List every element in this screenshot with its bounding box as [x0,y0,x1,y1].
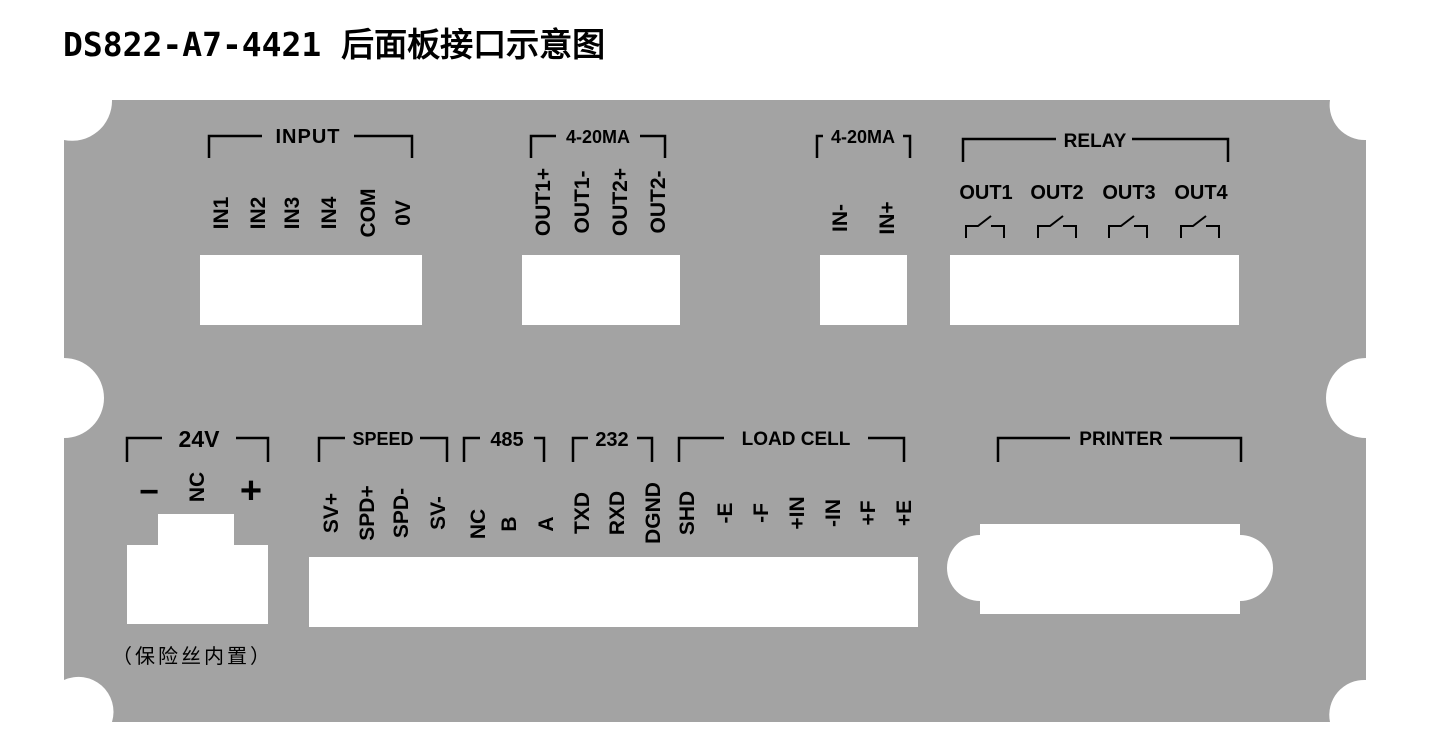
ma-in-pin-label: IN+ [876,201,899,234]
relay-pin-label: OUT1 [959,182,1012,204]
rs232-bracket [571,436,654,462]
ma-in-connector [820,255,907,325]
load-cell-pin-label: SHD [676,491,699,535]
relay-switch-icon [1180,215,1220,238]
rs232-pin-label: DGND [642,482,665,544]
ma-out-pin-label: OUT2- [647,170,670,233]
rs485-pin-label: A [535,516,558,531]
rs485-pin-label: B [498,516,521,531]
ma-in-pin-label: IN- [829,204,852,232]
power-pin-label: + [240,470,262,512]
input-bracket [207,134,414,158]
relay-group-label: RELAY [1064,131,1127,152]
ma-out-group-label: 4-20MA [566,127,630,147]
relay-pin-label: OUT4 [1174,182,1228,204]
input-pin-label: IN2 [247,197,270,230]
relay-switch-icons [965,215,1220,238]
relay-connector [950,255,1239,325]
printer-connector [947,524,1273,614]
rs232-pin-label: RXD [606,491,629,535]
rs232-group-label: 232 [595,429,628,451]
rs232-pin-label: TXD [571,492,594,534]
relay-pin-label: OUT2 [1030,182,1083,204]
speed-pin-label: SV+ [320,493,343,533]
rs485-bracket [462,436,546,462]
relay-switch-icon [965,215,1005,238]
speed-group-label: SPEED [352,429,413,449]
ma-out-connector [522,255,680,325]
input-group-label: INPUT [276,126,341,148]
printer-bracket [996,436,1243,462]
power-group-label: 24V [179,426,221,452]
ma-out-pin-label: OUT2+ [609,168,632,236]
input-pin-label: IN4 [318,196,341,229]
input-pin-label: 0V [392,200,415,226]
power-pin-label: NC [186,472,209,502]
load-cell-bracket [677,436,906,462]
ma-out-pin-label: OUT1- [571,170,594,233]
relay-bracket [961,137,1230,162]
input-connector [200,255,422,325]
rs485-pin-label: NC [467,509,490,539]
power-bracket [125,436,270,462]
rs485-group-label: 485 [490,429,523,451]
rear-panel-plate [64,100,1366,722]
speed-bracket [317,436,449,462]
relay-pin-label: OUT3 [1102,182,1155,204]
load-cell-pin-label: -IN [822,499,845,527]
diagram-title: DS822-A7-4421 后面板接口示意图 [63,25,606,64]
load-cell-pin-label: -F [750,503,773,523]
ma-out-bracket [529,134,667,158]
load-cell-pin-label: -E [714,503,737,524]
relay-switch-icon [1037,215,1077,238]
load-cell-group-label: LOAD CELL [742,429,851,450]
load-cell-pin-label: +IN [786,496,809,529]
relay-switch-icon [1108,215,1148,238]
speed-pin-label: SV- [427,496,450,530]
power-pin-label: − [139,473,159,511]
ma-in-bracket [815,134,912,158]
input-pin-label: COM [357,189,380,238]
speed-pin-label: SPD- [390,488,413,538]
input-pin-label: IN3 [281,197,304,230]
power-connector [127,514,268,624]
fuse-note: （保险丝内置） [112,644,273,668]
load-cell-pin-label: +E [893,500,916,526]
speed-pin-label: SPD+ [356,485,379,540]
signal-connector [309,557,918,627]
load-cell-pin-label: +F [857,500,880,525]
ma-in-group-label: 4-20MA [831,127,895,147]
ma-out-pin-label: OUT1+ [532,168,555,236]
printer-group-label: PRINTER [1079,429,1163,450]
input-pin-label: IN1 [210,196,233,229]
